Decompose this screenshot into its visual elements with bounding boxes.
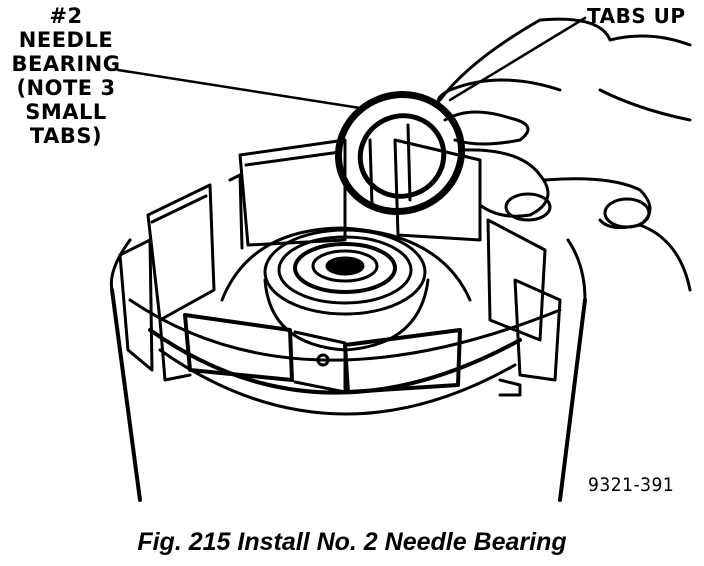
figure-code: 9321-391 xyxy=(588,474,675,496)
center-hub xyxy=(220,226,472,367)
needle-bearing-label: #2 NEEDLE BEARING (NOTE 3 SMALL TABS) xyxy=(2,4,130,148)
needle-bearing xyxy=(334,91,466,215)
hand xyxy=(436,17,692,292)
leader-needle-bearing xyxy=(116,68,362,110)
leader-tabs-up xyxy=(448,16,587,102)
figure-caption: Fig. 215 Install No. 2 Needle Bearing xyxy=(137,528,567,556)
needle-bearing-label-line: TABS) xyxy=(29,124,103,148)
needle-bearing-label-line: (NOTE 3 xyxy=(16,76,116,100)
needle-bearing-label-line: BEARING xyxy=(11,52,121,76)
needle-bearing-label-line: SMALL xyxy=(25,100,107,124)
drum-tabs xyxy=(118,138,562,397)
needle-bearing-label-line: #2 NEEDLE xyxy=(18,4,114,52)
tabs-up-label: TABS UP xyxy=(587,4,686,28)
leader-lines xyxy=(116,16,587,110)
drum-housing xyxy=(109,238,587,502)
